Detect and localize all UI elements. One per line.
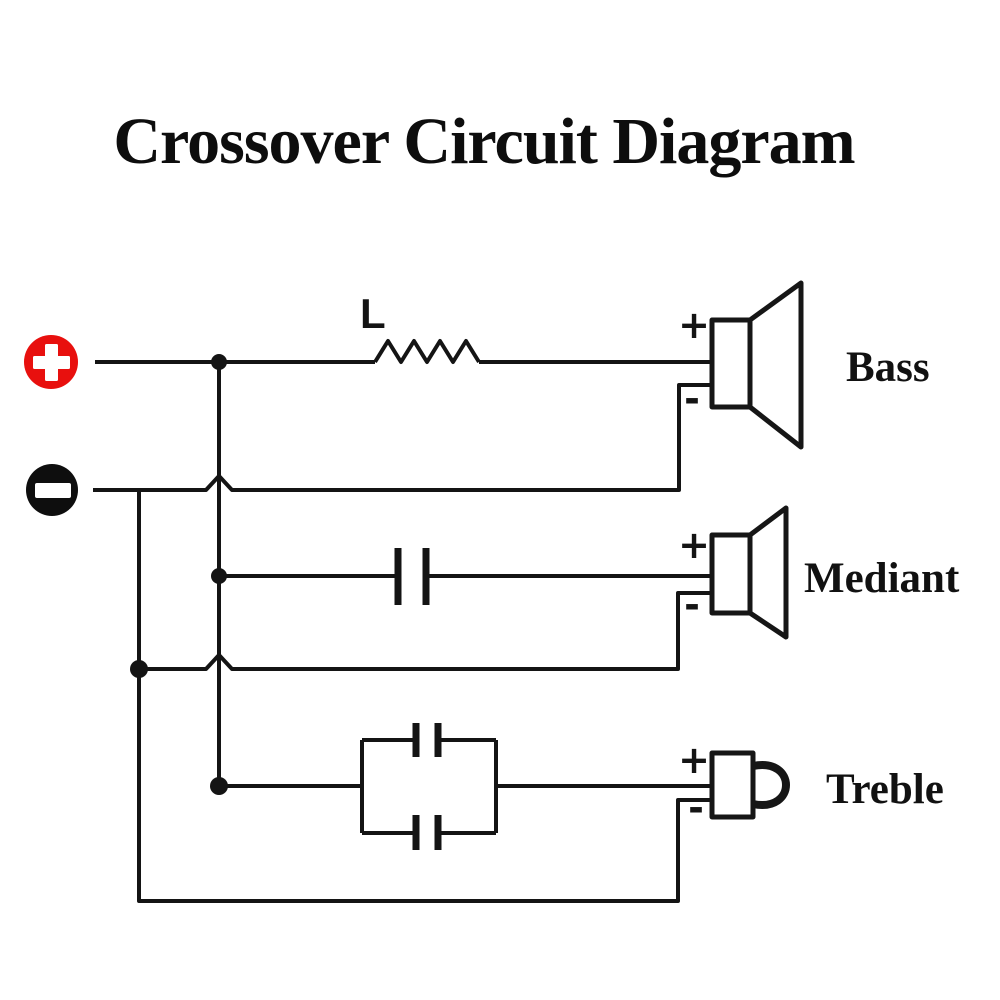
bass-plus-label: + xyxy=(678,303,710,347)
treble-capacitor-top-symbol xyxy=(412,723,442,757)
treble-tweeter-dome-icon xyxy=(749,761,790,809)
mediant-plus-label: + xyxy=(678,523,710,567)
bass-speaker-body-icon xyxy=(709,317,753,410)
treble-plus-label: + xyxy=(678,738,710,782)
junction-dot-treble-feed xyxy=(210,777,228,795)
mediant-speaker-horn-icon xyxy=(747,505,789,640)
treble-speaker-body-icon xyxy=(709,750,756,820)
bass-name-label: Bass xyxy=(846,344,930,391)
inductor-symbol xyxy=(373,339,481,364)
treble-speaker: + - Treble xyxy=(678,738,944,830)
minus-icon xyxy=(35,483,71,498)
mediant-return-wire xyxy=(139,591,712,671)
bass-speaker: + - Bass xyxy=(678,280,930,450)
junction-dot-positive-bus xyxy=(211,354,227,370)
mediant-speaker: + - Mediant xyxy=(678,505,960,640)
negative-terminal-icon xyxy=(26,464,78,516)
mediant-minus-label: - xyxy=(684,583,700,627)
mediant-speaker-body-icon xyxy=(709,532,753,616)
treble-capacitor-bottom-symbol xyxy=(412,815,442,850)
positive-terminal-icon xyxy=(24,335,78,389)
plus-icon-vertical-bar xyxy=(45,344,58,381)
mediant-name-label: Mediant xyxy=(804,555,960,602)
treble-minus-label: - xyxy=(688,786,704,830)
junction-dot-mediant-feed xyxy=(211,568,227,584)
treble-parallel-capacitor-frame xyxy=(360,738,498,835)
negative-bus-wire xyxy=(93,383,712,492)
page-title: Crossover Circuit Diagram xyxy=(113,105,854,178)
junction-dot-ground-branch xyxy=(130,660,148,678)
treble-name-label: Treble xyxy=(826,766,944,813)
mediant-capacitor-symbol xyxy=(394,548,430,605)
bass-speaker-horn-icon xyxy=(747,280,804,450)
bass-minus-label: - xyxy=(684,377,700,421)
ground-return-wire xyxy=(137,490,712,903)
inductor-label: L xyxy=(360,290,386,337)
